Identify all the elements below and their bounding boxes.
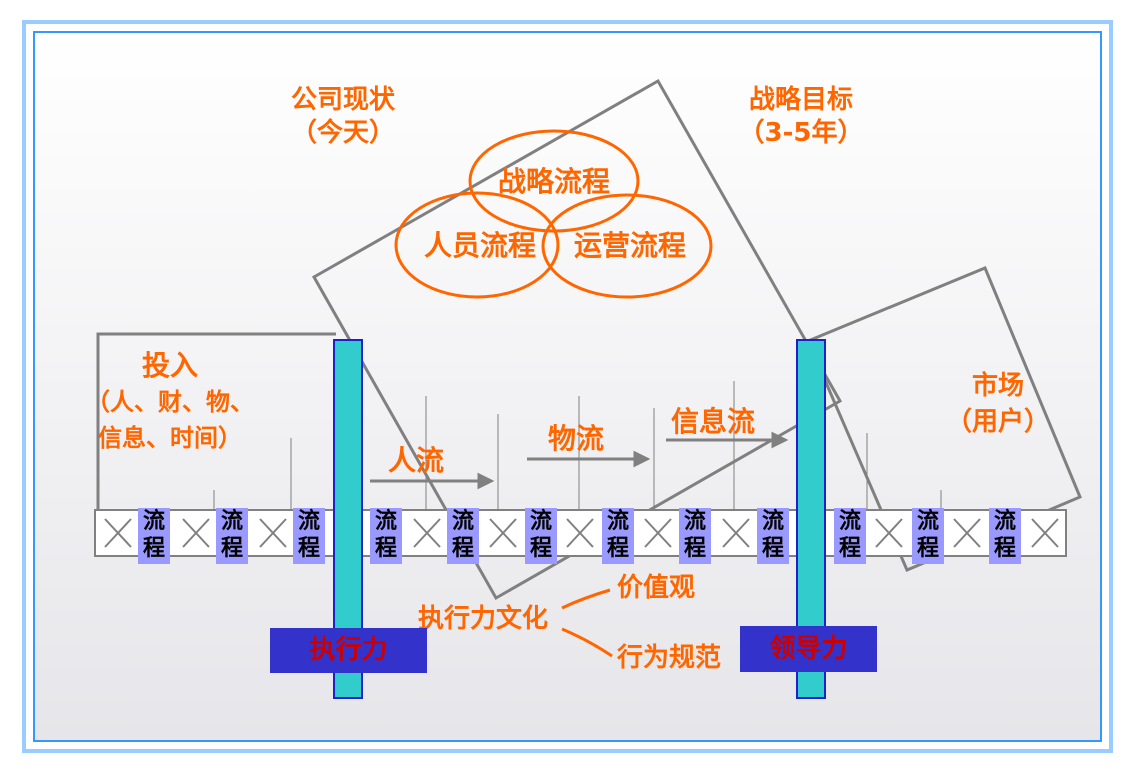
- execution-box: 执行力: [270, 628, 427, 673]
- process-box: 流程: [370, 508, 402, 564]
- strategic-goal-line1: 战略目标: [748, 85, 853, 115]
- process-box: 流程: [138, 508, 170, 564]
- material-flow-label: 物流: [548, 422, 605, 455]
- market-label: 市场 （用户）: [938, 368, 1058, 440]
- people-circle-label: 人员流程: [423, 229, 536, 262]
- values-label: 价值观: [617, 573, 696, 603]
- process-box: 流程: [293, 508, 325, 564]
- process-box-char2: 程: [838, 536, 861, 561]
- strategy-circle-label: 战略流程: [497, 165, 610, 198]
- process-box-char2: 程: [606, 536, 629, 561]
- process-box-char2: 程: [297, 536, 320, 561]
- process-box-char2: 程: [993, 536, 1016, 561]
- process-box: 流程: [525, 508, 557, 564]
- process-box: 流程: [602, 508, 634, 564]
- process-box-char2: 程: [374, 536, 397, 561]
- current-state-square: [311, 78, 843, 601]
- input-line3: 信息、时间）: [98, 424, 242, 452]
- flow-arrows: [370, 431, 789, 490]
- process-box-char2: 程: [916, 536, 939, 561]
- process-box-char1: 流: [529, 509, 552, 534]
- process-box-char2: 程: [220, 536, 243, 561]
- input-line1: 投入: [141, 349, 198, 382]
- current-state-label: 公司现状 （今天）: [268, 84, 418, 149]
- current-state-line1: 公司现状: [290, 85, 395, 115]
- values-branch: [561, 588, 611, 610]
- norms-branch: [561, 627, 613, 658]
- market-line1: 市场: [971, 371, 1024, 401]
- process-box-char2: 程: [761, 536, 784, 561]
- process-box-char2: 程: [142, 536, 165, 561]
- process-box-char1: 流: [916, 509, 939, 534]
- current-state-line2: （今天）: [290, 117, 395, 148]
- operations-circle-label: 运营流程: [573, 229, 686, 262]
- process-box-char1: 流: [606, 509, 629, 534]
- process-box-char2: 程: [683, 536, 706, 561]
- process-box-char1: 流: [451, 509, 474, 534]
- process-box-char1: 流: [761, 509, 784, 534]
- people-flow-label: 人流: [388, 444, 445, 477]
- process-box-char1: 流: [838, 509, 861, 534]
- process-box-char1: 流: [142, 509, 165, 534]
- process-box: 流程: [834, 508, 866, 564]
- process-box: 流程: [757, 508, 789, 564]
- inner-frame: [33, 31, 1102, 742]
- market-line2: （用户）: [945, 407, 1050, 437]
- process-box-char1: 流: [220, 509, 243, 534]
- flow-tick-lines: [213, 381, 942, 510]
- process-box-char2: 程: [451, 536, 474, 561]
- strategic-goal-label: 战略目标 （3-5年）: [726, 84, 876, 149]
- process-box: 流程: [679, 508, 711, 564]
- execution-culture-label: 执行力文化: [418, 604, 549, 634]
- process-box: 流程: [216, 508, 248, 564]
- input-label: 投入 （人、财、物、 信息、时间）: [80, 348, 260, 456]
- process-box-char1: 流: [683, 509, 706, 534]
- process-box: 流程: [989, 508, 1021, 564]
- process-box-char1: 流: [297, 509, 320, 534]
- strip-x-marks: [104, 518, 1059, 548]
- market-square: [806, 266, 1082, 572]
- input-line2: （人、财、物、: [86, 388, 254, 416]
- process-box-char2: 程: [529, 536, 552, 561]
- process-box-char1: 流: [993, 509, 1016, 534]
- norms-label: 行为规范: [617, 643, 722, 673]
- leadership-box: 领导力: [740, 626, 877, 672]
- information-flow-label: 信息流: [671, 405, 756, 438]
- people-circle: [394, 191, 560, 299]
- strategic-goal-line2: （3-5年）: [738, 117, 864, 148]
- input-box-outline: [96, 332, 336, 510]
- operations-circle: [541, 193, 713, 299]
- process-box: 流程: [447, 508, 479, 564]
- process-box-char1: 流: [374, 509, 397, 534]
- process-box: 流程: [912, 508, 944, 564]
